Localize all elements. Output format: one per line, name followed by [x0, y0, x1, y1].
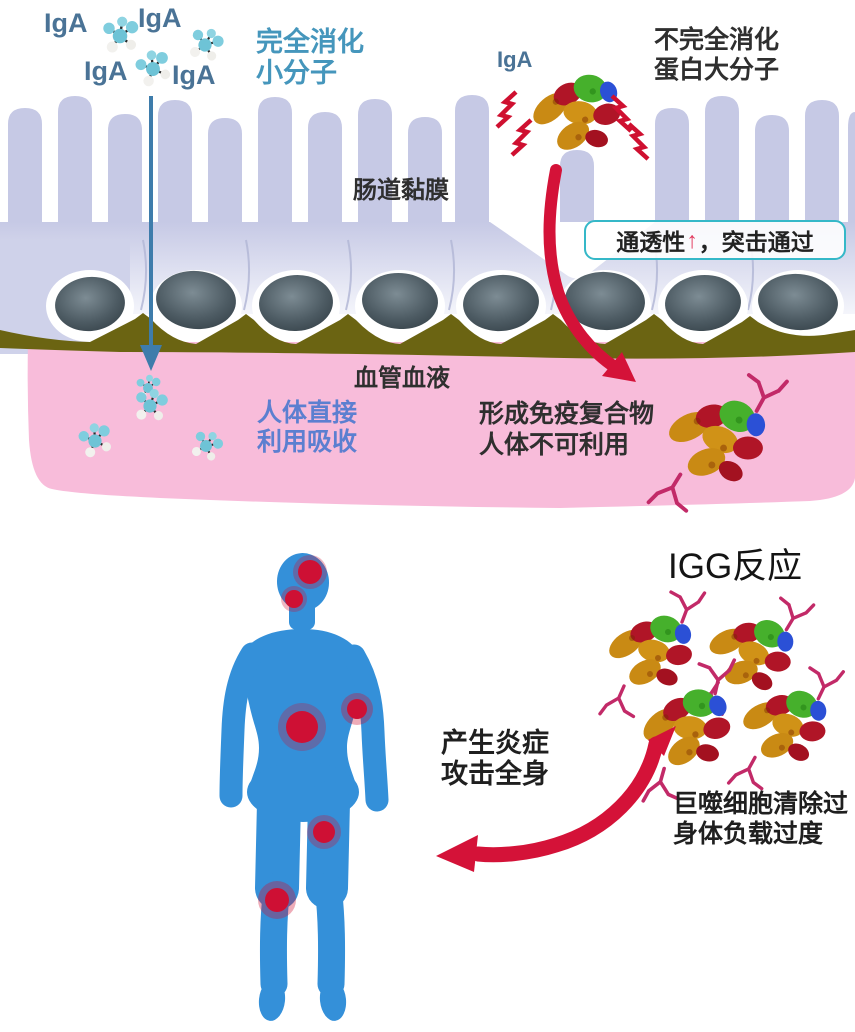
blood-vessel-label: 血管血液: [354, 365, 450, 392]
permeability-callout: 通透性↑，突击通过: [584, 220, 846, 260]
fully-digested-label: 完全消化小分子: [256, 27, 364, 89]
macrophage-line1: 巨噬细胞清除过: [673, 790, 849, 818]
inflammation-spots: [258, 555, 373, 919]
undigested-line2: 蛋白大分子: [654, 56, 780, 84]
inflammation-line2: 攻击全身: [441, 759, 549, 789]
immune-complex-label: 形成免疫复合物人体不可利用: [479, 399, 654, 461]
absorption-arrow: [140, 96, 162, 371]
breach-arrow: [543, 164, 636, 382]
iga-label-4: IgA: [172, 60, 216, 90]
blood-vessel-region: [27, 342, 855, 508]
iga-label-macromolecule: IgA: [497, 47, 533, 72]
cell-nuclei: [55, 270, 838, 332]
up-arrow-icon: ↑: [686, 226, 698, 253]
inflammation-label: 产生炎症攻击全身: [441, 728, 549, 790]
fully-digested-line2: 小分子: [256, 58, 337, 88]
undigested-protein-label: 不完全消化蛋白大分子: [654, 25, 779, 85]
macrophage-line2: 身体负载过度: [673, 820, 824, 848]
human-figure: [219, 553, 389, 1021]
immune-complex-line1: 形成免疫复合物: [479, 400, 655, 428]
iga-label-2: IgA: [138, 3, 182, 33]
igg-reaction-title: IGG反应: [668, 547, 803, 586]
permeability-text: 通透性: [616, 229, 686, 255]
iga-label-3: IgA: [84, 56, 128, 86]
immune-complex-line2: 人体不可利用: [479, 431, 630, 459]
iga-label-1: IgA: [44, 8, 88, 38]
absorption-line1: 人体直接: [257, 399, 358, 427]
basement-membrane-band: [0, 313, 855, 359]
absorption-label: 人体直接利用吸收: [257, 399, 357, 457]
macromolecule-complex: [523, 67, 626, 160]
permeability-text-2: ，突击通过: [698, 229, 814, 255]
fully-digested-line1: 完全消化: [256, 27, 364, 57]
attack-body-arrow: [436, 726, 676, 872]
mucosa-label: 肠道黏膜: [353, 177, 449, 204]
macrophage-label: 巨噬细胞清除过身体负载过度: [673, 789, 848, 849]
absorption-line2: 利用吸收: [257, 428, 358, 456]
undigested-line1: 不完全消化: [654, 26, 780, 54]
inflammation-line1: 产生炎症: [441, 728, 549, 758]
